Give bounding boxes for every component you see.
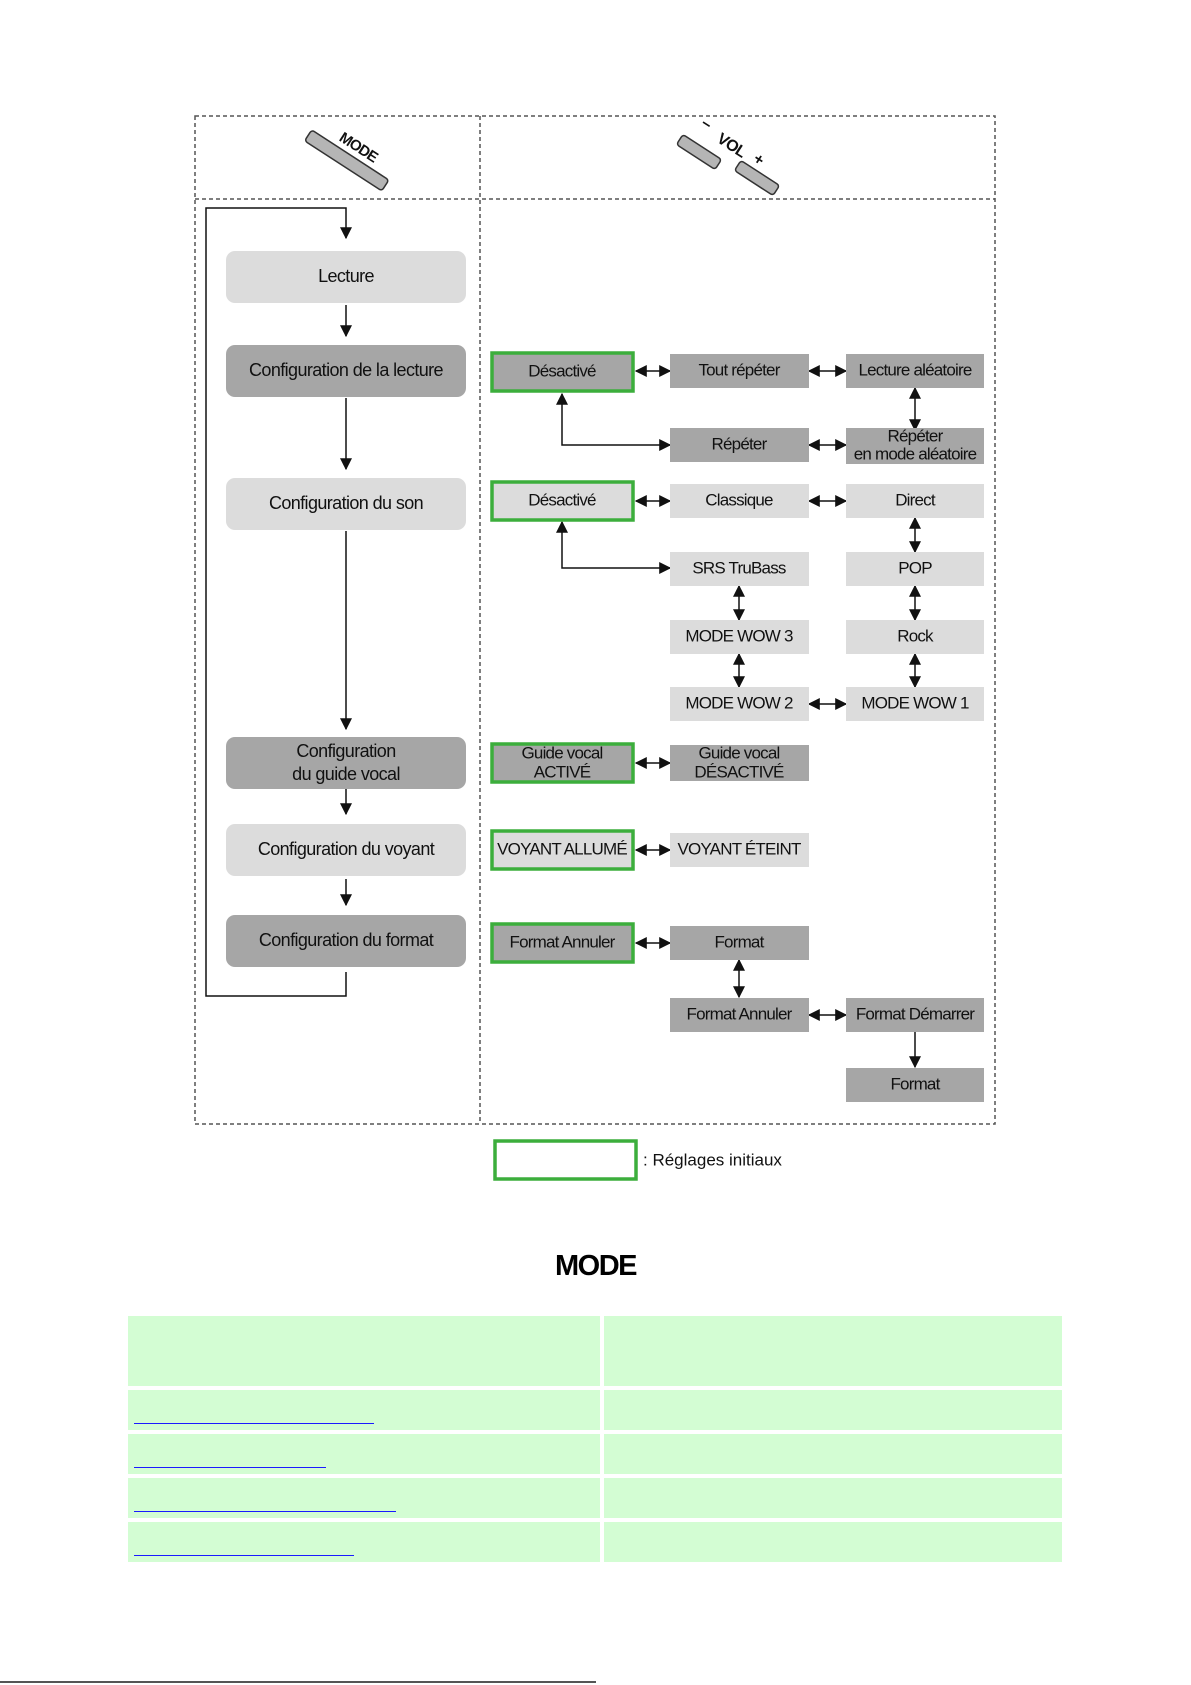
- legend-swatch: [493, 1139, 638, 1181]
- option-label: MODE WOW 2: [685, 693, 793, 712]
- mode-config-son-label: Configuration du son: [269, 493, 423, 513]
- option-srs-trubass: SRS TruBass: [670, 552, 809, 586]
- option-mode-wow-1: MODE WOW 1: [846, 687, 984, 721]
- table-cell: [128, 1434, 600, 1474]
- option-label: Format: [890, 1074, 940, 1093]
- option-label: Désactivé: [528, 361, 596, 380]
- table-row: [128, 1390, 1062, 1430]
- option-rock: Rock: [846, 620, 984, 654]
- mode-config-son: Configuration du son: [226, 478, 466, 530]
- table-cell: [604, 1522, 1062, 1562]
- option-label: Format Annuler: [509, 932, 615, 951]
- legend-label: : Réglages initiaux: [643, 1150, 782, 1169]
- option-label: VOYANT ALLUMÉ: [497, 839, 627, 858]
- option-classique: Classique: [670, 484, 809, 518]
- mode-lecture: Lecture: [226, 251, 466, 303]
- option-label: VOYANT ÉTEINT: [677, 839, 801, 858]
- option-label-1: Répéter: [888, 426, 944, 445]
- option-format-final: Format: [846, 1068, 984, 1102]
- table-link[interactable]: [134, 1543, 354, 1556]
- option-label-2: ACTIVÉ: [534, 762, 591, 781]
- mode-link-table: [124, 1312, 1066, 1566]
- option-label: MODE WOW 1: [861, 693, 969, 712]
- mode-config-format: Configuration du format: [226, 915, 466, 967]
- option-label: POP: [898, 558, 932, 577]
- option-mode-wow-2: MODE WOW 2: [670, 687, 809, 721]
- table-cell: [604, 1434, 1062, 1474]
- table-cell: [128, 1390, 600, 1430]
- option-mode-wow-3: MODE WOW 3: [670, 620, 809, 654]
- mode-settings-diagram: MODE – VOL + Lecture Configuration de la…: [194, 114, 996, 1181]
- option-tout-repeter: Tout répéter: [670, 354, 809, 388]
- table-header-row: [128, 1316, 1062, 1386]
- option-pop: POP: [846, 552, 984, 586]
- option-lecture-desactive: Désactivé: [490, 351, 635, 393]
- option-label: Format Démarrer: [856, 1004, 975, 1023]
- volume-buttons: – VOL +: [676, 114, 780, 196]
- table-link[interactable]: [134, 1455, 326, 1468]
- option-label-1: Guide vocal: [699, 743, 780, 762]
- option-label: Répéter: [712, 434, 768, 453]
- mode-config-voyant-label: Configuration du voyant: [258, 839, 435, 859]
- option-voyant-eteint: VOYANT ÉTEINT: [670, 833, 809, 867]
- option-repeter: Répéter: [670, 428, 809, 462]
- vol-plus-label: +: [750, 150, 767, 169]
- vol-minus-label: –: [698, 114, 715, 133]
- option-guide-desactive: Guide vocal DÉSACTIVÉ: [670, 743, 809, 781]
- option-format-demarrer: Format Démarrer: [846, 998, 984, 1032]
- table-cell: [604, 1478, 1062, 1518]
- table-row: [128, 1522, 1062, 1562]
- legend: : Réglages initiaux: [493, 1139, 782, 1181]
- table-cell: [604, 1390, 1062, 1430]
- option-label-2: DÉSACTIVÉ: [694, 762, 784, 781]
- table-cell: [128, 1522, 600, 1562]
- option-label: Tout répéter: [698, 360, 780, 379]
- option-label-1: Guide vocal: [522, 743, 603, 762]
- mode-config-lecture: Configuration de la lecture: [226, 345, 466, 397]
- option-son-desactive: Désactivé: [490, 480, 635, 522]
- mode-config-guide: Configuration du guide vocal: [226, 737, 466, 789]
- option-direct: Direct: [846, 484, 984, 518]
- option-format-annuler-initial: Format Annuler: [490, 922, 635, 964]
- table-link[interactable]: [134, 1411, 374, 1424]
- mode-config-lecture-label: Configuration de la lecture: [249, 360, 444, 380]
- footer-divider: [0, 1681, 596, 1683]
- option-format-annuler: Format Annuler: [670, 998, 809, 1032]
- mode-config-format-label: Configuration du format: [259, 930, 434, 950]
- mode-config-guide-label-1: Configuration: [296, 741, 395, 761]
- option-label: Désactivé: [528, 490, 596, 509]
- option-label: Rock: [897, 626, 934, 645]
- mode-lecture-label: Lecture: [318, 266, 374, 286]
- mode-config-voyant: Configuration du voyant: [226, 824, 466, 876]
- table-row: [128, 1478, 1062, 1518]
- option-label: Direct: [895, 490, 936, 509]
- table-cell: [128, 1478, 600, 1518]
- option-voyant-allume: VOYANT ALLUMÉ: [490, 829, 635, 871]
- option-label: Format: [714, 932, 764, 951]
- table-header-cell: [604, 1316, 1062, 1386]
- option-guide-active: Guide vocal ACTIVÉ: [490, 742, 635, 784]
- option-repeter-aleatoire: Répéter en mode aléatoire: [846, 426, 984, 464]
- option-connectors: [556, 365, 921, 1069]
- option-format: Format: [670, 926, 809, 960]
- option-label: Lecture aléatoire: [858, 360, 971, 379]
- option-label: SRS TruBass: [692, 558, 786, 577]
- option-label: MODE WOW 3: [685, 626, 793, 645]
- option-label: Classique: [705, 490, 773, 509]
- table-row: [128, 1434, 1062, 1474]
- loop-connector: [205, 207, 352, 997]
- option-lecture-aleatoire: Lecture aléatoire: [846, 354, 984, 388]
- table-header-cell: [128, 1316, 600, 1386]
- table-link[interactable]: [134, 1499, 396, 1512]
- mode-config-guide-label-2: du guide vocal: [292, 764, 400, 784]
- option-label: Format Annuler: [686, 1004, 792, 1023]
- section-title: MODE: [555, 1250, 638, 1282]
- option-label-2: en mode aléatoire: [854, 444, 977, 463]
- diagram-frame: [194, 115, 996, 1125]
- mode-button: MODE: [305, 129, 389, 191]
